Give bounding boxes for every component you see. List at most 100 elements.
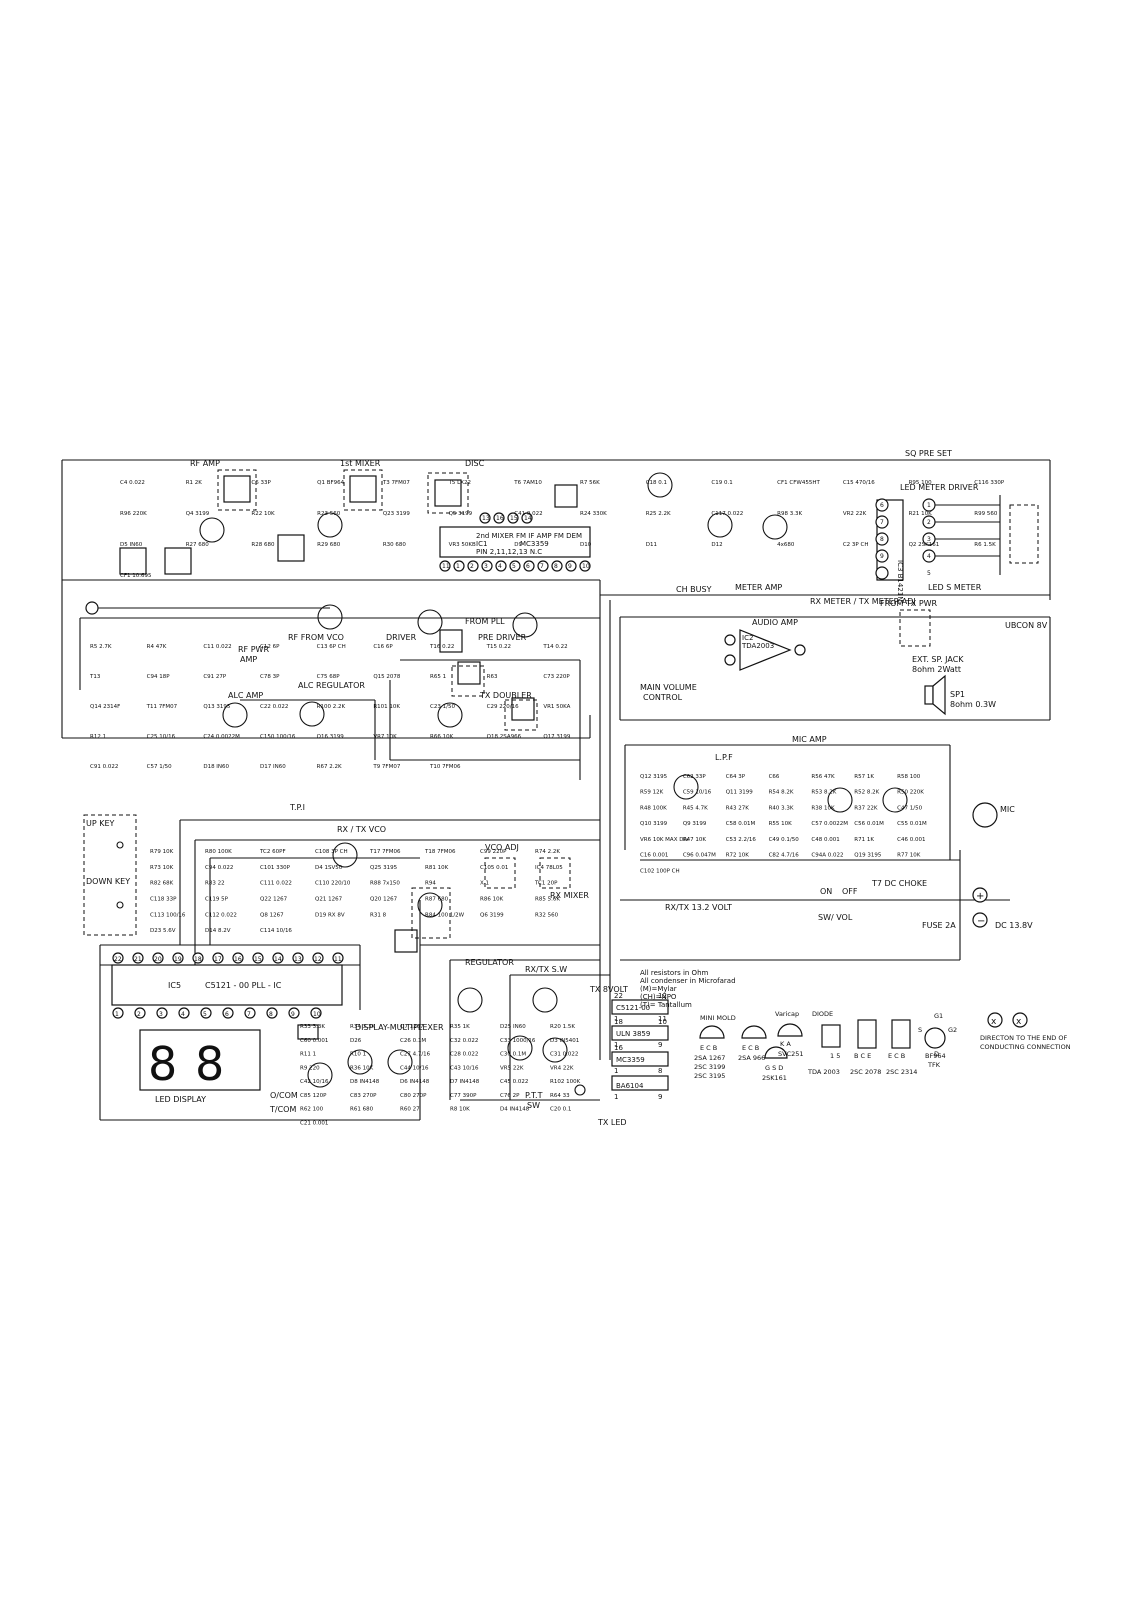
component-label: C2 3P CH xyxy=(843,542,869,548)
pinout-pin: 18 xyxy=(614,1018,623,1026)
label-o-com: O/COM xyxy=(270,1091,298,1100)
component-label: D14 8.2V xyxy=(205,928,231,934)
component-label: T6 7AM10 xyxy=(513,480,542,486)
label-led-display: LED DISPLAY xyxy=(155,1095,206,1104)
component-label: R38 10K xyxy=(811,805,835,811)
ic1-pin-number: 14 xyxy=(524,515,532,522)
component-label: C19 0.1 xyxy=(711,480,732,486)
legend-direction: DIRECTON TO THE END OF xyxy=(980,1034,1067,1042)
ic3-pin-number: 1 xyxy=(927,502,931,509)
component-label: D10 xyxy=(580,542,592,548)
label-alc-regulator: ALC REGULATOR xyxy=(298,681,365,690)
ic5-pin-number: 18 xyxy=(194,956,202,963)
legend-bf964-pkg: TFK xyxy=(927,1061,941,1069)
label-rx-mixer: RX MIXER xyxy=(550,891,589,900)
component-label: TC1 20P xyxy=(534,881,558,887)
legend-g1: G1 xyxy=(934,1012,943,1020)
component-label: R73 10K xyxy=(150,865,174,871)
ic2-part: TDA2003 xyxy=(741,642,774,650)
component-label: C46 0.001 xyxy=(897,837,925,843)
rf-front-end xyxy=(85,469,788,728)
component-label: R88 7x150 xyxy=(370,881,400,887)
ic5-pin-number: 2 xyxy=(137,1011,141,1018)
svg-text:+: + xyxy=(976,891,984,902)
label-mic: MIC xyxy=(1000,805,1015,814)
ic1-pin-number: 15 xyxy=(510,515,518,522)
ic1-pin xyxy=(439,560,451,572)
component-label: R35 1K xyxy=(450,1024,470,1030)
component-label: C15 470/16 xyxy=(843,480,875,486)
component-label: C75 68P xyxy=(317,674,341,680)
frame-lines xyxy=(61,459,1051,1121)
ic5-pin-number: 10 xyxy=(313,1011,321,1018)
component-label: C32 0.022 xyxy=(450,1038,478,1044)
ic1-pin-number: 10 xyxy=(582,563,590,570)
component-label: R34 3.3K xyxy=(350,1024,375,1030)
ic3-pin-number: 5 xyxy=(927,570,931,577)
component-label: R74 2.2K xyxy=(535,849,560,855)
label-disc: DISC xyxy=(465,459,485,468)
legend-d: D xyxy=(934,1050,939,1058)
legend-diode: DIODE xyxy=(812,1010,833,1018)
component-label: C31 0.022 xyxy=(550,1052,578,1058)
component-label: C60 0.001 xyxy=(300,1038,328,1044)
led-meter-block xyxy=(875,495,1039,581)
pinout-pin: 10 xyxy=(658,1018,667,1026)
component-label: Q1 BF964 xyxy=(317,480,345,486)
label-rx-tx-13v: RX/TX 13.2 VOLT xyxy=(665,903,732,912)
ic5-pin xyxy=(310,1007,322,1019)
regulator-block xyxy=(457,987,586,1096)
ic1-line2: IC1 xyxy=(476,540,487,548)
ic1-labels: 2nd MIXER FM IF AMP FM DEM IC1 MC3359 PI… xyxy=(476,532,582,556)
ic5-pin-number: 16 xyxy=(234,956,242,963)
ic5-pin-number: 20 xyxy=(154,956,162,963)
component-label: C56 0.01M xyxy=(854,821,884,827)
component-label: C21 0.001 xyxy=(300,1120,328,1126)
label-off: OFF xyxy=(842,887,858,896)
mic-amp-block: + − xyxy=(673,774,998,928)
component-label: R32 560 xyxy=(535,912,559,918)
legend-labels: MINI MOLD Varicap DIODE E C B E C B K A … xyxy=(694,1010,1071,1082)
component-label: C94A 0.022 xyxy=(811,853,843,859)
ic2-labels: IC2 TDA2003 xyxy=(741,634,774,650)
component-label: D12 xyxy=(711,542,722,548)
svg-text:−: − xyxy=(977,916,985,927)
label-alc-amp: ALC AMP xyxy=(228,691,263,700)
label-vco-adj: VCO ADJ xyxy=(485,843,519,852)
component-label: D25 IN60 xyxy=(500,1024,526,1030)
legend-pins-tda: 1 5 xyxy=(830,1052,840,1060)
ic1-pin xyxy=(479,512,491,524)
label-mic-amp: MIC AMP xyxy=(792,735,827,744)
pinout-pin: 16 xyxy=(614,1044,623,1052)
ic5-pin xyxy=(178,1007,190,1019)
ic1-pin xyxy=(467,560,479,572)
component-label: Q13 3195 xyxy=(203,704,231,710)
component-label: R82 68K xyxy=(150,881,174,887)
legend-ka: K A xyxy=(780,1040,791,1048)
ic1-pin xyxy=(507,512,519,524)
component-label: C6 33P xyxy=(251,480,271,486)
vco-block xyxy=(332,842,571,953)
ic5-pin-number: 15 xyxy=(254,956,262,963)
ic1-pin xyxy=(537,560,549,572)
ic1-pin xyxy=(495,560,507,572)
component-label: R47 10K xyxy=(683,837,707,843)
component-label: TC2 60PF xyxy=(259,849,286,855)
component-label: C29 220/16 xyxy=(487,704,519,710)
component-label: Q14 2314F xyxy=(90,704,120,710)
component-label: C83 270P xyxy=(350,1093,377,1099)
component-label: R40 3.3K xyxy=(769,805,794,811)
ic5-pin-number: 17 xyxy=(214,956,222,963)
ic5-pin xyxy=(292,952,304,964)
pinout-pin: 8 xyxy=(658,1067,662,1075)
legend-t6: 2SK161 xyxy=(762,1074,787,1082)
component-label: R60 27 xyxy=(400,1107,420,1113)
component-label: R8 10K xyxy=(450,1107,470,1113)
component-label: Q16 3199 xyxy=(317,734,345,740)
ic1-pin-number: 5 xyxy=(512,563,516,570)
label-rf-amp: RF AMP xyxy=(190,459,220,468)
label-lpf: L.P.F xyxy=(715,753,733,762)
component-label: C80 270P xyxy=(400,1093,427,1099)
